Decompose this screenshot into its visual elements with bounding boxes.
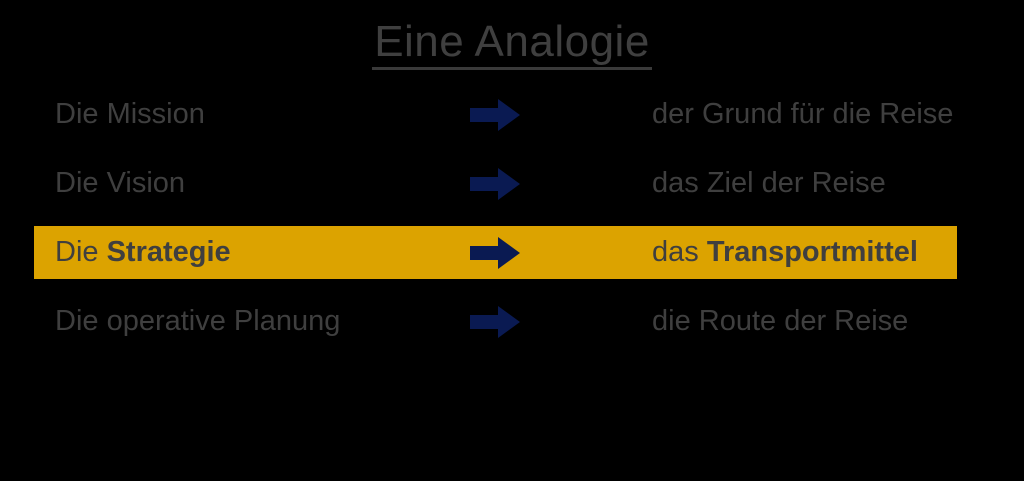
strategie-meaning: das Transportmittel [652,238,918,267]
mission-meaning-text: der Grund für die Reise [652,98,954,130]
vision-label-text: Die Vision [55,167,186,199]
mission-label: Die Mission [55,100,445,129]
mission-meaning: der Grund für die Reise [652,100,953,129]
right-arrow-icon [470,98,520,131]
analogy-table: Die Mission der Grund für die Reise Die … [31,85,960,351]
arrow-box [445,236,545,269]
row-operative-planung: Die operative Planung die Route der Reis… [31,292,960,351]
slide-header: Eine Analogie [0,17,1024,71]
strategie-label-text: Die [55,236,107,268]
right-arrow-icon [470,167,520,200]
right-arrow-icon [470,236,520,269]
strategie-label: Die Strategie [55,238,445,267]
row-mission: Die Mission der Grund für die Reise [31,85,960,144]
arrow-box [445,167,545,200]
strategie-meaning-text: das [652,236,707,268]
vision-meaning: das Ziel der Reise [652,169,886,198]
row-strategie-highlighted: Die Strategie das Transportmittel [31,223,960,282]
planung-label-text: Die operative Planung [55,305,341,337]
planung-label: Die operative Planung [55,307,445,336]
vision-meaning-text: das Ziel der Reise [652,167,886,199]
strategie-meaning-bold: Transportmittel [706,236,918,268]
arrow-box [445,305,545,338]
planung-meaning: die Route der Reise [652,307,908,336]
arrow-box [445,98,545,131]
vision-label: Die Vision [55,169,445,198]
page-title: Eine Analogie [372,17,652,71]
row-vision: Die Vision das Ziel der Reise [31,154,960,213]
mission-label-text: Die Mission [55,98,205,130]
strategie-label-bold: Strategie [106,236,231,268]
planung-meaning-text: die Route der Reise [652,305,909,337]
right-arrow-icon [470,305,520,338]
